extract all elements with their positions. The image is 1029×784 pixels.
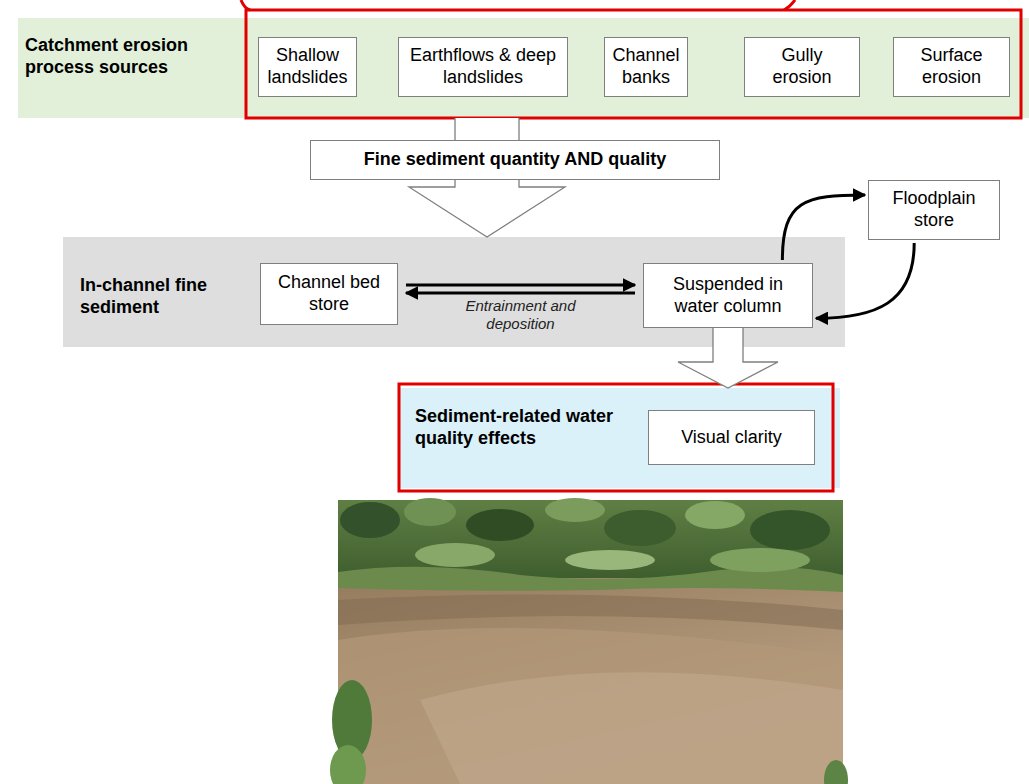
box-label: Surface erosion [900, 45, 1003, 88]
band-heading: In-channel fine sediment [80, 237, 245, 318]
connector [455, 118, 519, 140]
store-box: Suspended in water column [643, 263, 813, 328]
process-band: Catchment erosion process sources Shallow… [18, 18, 1029, 118]
effect-box: Visual clarity [648, 410, 815, 465]
box-label: Shallow landslides [265, 45, 350, 88]
edge-label-holder: Entrainment and deposition [446, 297, 596, 333]
store-box: Floodplain store [868, 180, 1000, 240]
band-heading: Catchment erosion process sources [25, 18, 190, 78]
box-label: Channel bed store [267, 272, 391, 315]
river-photo [330, 498, 848, 784]
source-box: Surface erosion [893, 37, 1010, 97]
connector [406, 285, 635, 286]
edge-label: Entrainment and deposition [446, 297, 596, 333]
source-box: Channel banks [604, 37, 688, 97]
highlight-curve [241, 0, 250, 10]
store-box: Channel bed store [260, 263, 398, 325]
box-label: Floodplain store [875, 188, 993, 231]
box-label: Suspended in water column [650, 274, 806, 317]
box-label: Visual clarity [681, 427, 782, 449]
band-heading: Sediment-related water quality effects [415, 388, 615, 449]
connector [816, 243, 914, 318]
box-label: Earthflows & deep landslides [405, 45, 561, 88]
box-label: Fine sediment quantity AND quality [364, 149, 666, 171]
source-box: Gully erosion [744, 37, 860, 97]
connector [406, 293, 635, 294]
box-label: Gully erosion [751, 45, 853, 88]
channel-band: In-channel fine sediment Channel bed stor… [63, 237, 845, 347]
connector [782, 195, 865, 260]
effects-band: Sediment-related water quality effectsVi… [400, 388, 840, 488]
highlight-outline [399, 384, 833, 491]
flux-box: Fine sediment quantity AND quality [310, 140, 720, 180]
box-label: Channel banks [611, 45, 681, 88]
highlight-curve [784, 0, 795, 10]
highlight-outline [246, 10, 1021, 118]
source-box: Shallow landslides [258, 37, 357, 97]
source-box: Earthflows & deep landslides [398, 37, 568, 97]
connector [678, 328, 778, 388]
connector [409, 180, 565, 237]
